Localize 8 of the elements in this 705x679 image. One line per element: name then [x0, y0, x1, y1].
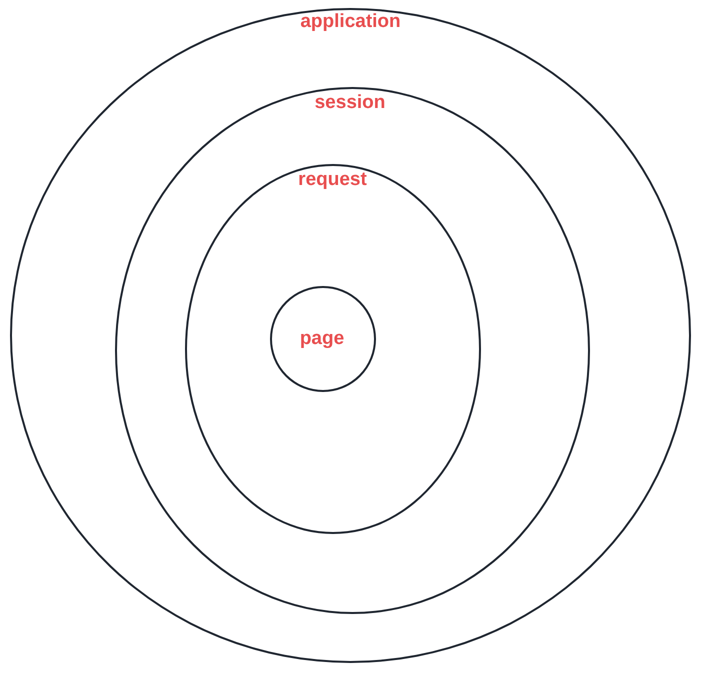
scope-label: request	[298, 168, 367, 190]
scope-ellipse	[114, 86, 590, 614]
scope-label: session	[314, 92, 386, 114]
scope-ellipse	[10, 8, 691, 663]
scope-label: application	[300, 10, 401, 32]
scope-ellipse	[185, 164, 481, 534]
scope-label: page	[300, 328, 344, 350]
scope-ellipse	[270, 286, 376, 392]
